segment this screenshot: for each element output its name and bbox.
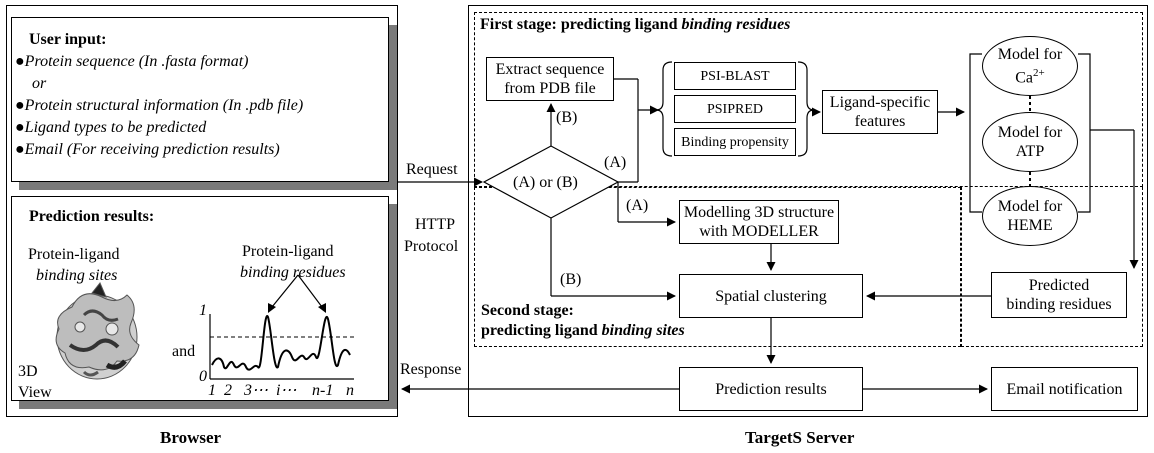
first-stage-title: First stage: predicting ligand binding r… xyxy=(480,15,790,34)
second-stage-title-italic: binding sites xyxy=(601,322,685,339)
model-atp-ellipse: Model for ATP xyxy=(982,112,1078,172)
results-panel: Prediction results: Protein-ligand bindi… xyxy=(11,196,389,401)
binding-residues-plot xyxy=(209,274,354,380)
ligand-features-box: Ligand-specific features xyxy=(822,90,938,134)
browser-frame xyxy=(6,5,398,417)
ligand-features-line2: features xyxy=(854,113,906,130)
binding-propensity-label: Binding propensity xyxy=(681,134,789,150)
user-input-heading: User input: xyxy=(29,31,107,48)
server-frame xyxy=(468,5,1148,417)
predicted-line1: Predicted xyxy=(1028,277,1090,294)
browser-title: Browser xyxy=(160,428,222,447)
model-heme-line1: Model for xyxy=(997,198,1063,215)
decision-label: (A) or (B) xyxy=(513,174,578,191)
spatial-clustering-label: Spatial clustering xyxy=(715,287,827,305)
first-stage-region xyxy=(474,12,1143,187)
and-text: and xyxy=(172,343,196,360)
plot-y-tick-bottom: 0 xyxy=(199,368,207,385)
label-b-top: (B) xyxy=(556,109,578,126)
view-label-line1: 3D xyxy=(18,363,38,380)
extract-line1: Extract sequence xyxy=(495,61,605,78)
second-stage-title-line2: predicting ligand binding sites xyxy=(481,321,685,340)
model-heme-ellipse: Model for HEME xyxy=(982,186,1078,246)
extract-sequence-box: Extract sequence from PDB file xyxy=(486,57,614,101)
model-ca-line1: Model for xyxy=(997,45,1063,63)
residues-label-line2: binding residues xyxy=(240,264,346,281)
psi-blast-box: PSI-BLAST xyxy=(674,62,796,90)
input-item-email-text: Email (For receiving prediction results) xyxy=(24,141,280,158)
plot-y-tick-top: 1 xyxy=(199,302,207,319)
protein-structure-image xyxy=(55,282,140,380)
plot-x-tick-3: 3⋯ xyxy=(244,382,268,399)
request-label: Request xyxy=(406,161,458,178)
input-item-or: or xyxy=(32,75,47,92)
input-item-ligand-types-text: Ligand types to be predicted xyxy=(24,119,207,136)
input-item-sequence-text: Protein sequence (In .fasta format) xyxy=(24,53,249,70)
model-ca-ellipse: Model for Ca2+ xyxy=(982,36,1078,96)
input-item-email: ●Email (For receiving prediction results… xyxy=(15,141,280,158)
predicted-residues-box: Predicted binding residues xyxy=(991,272,1127,318)
sites-label-line2: binding sites xyxy=(36,267,118,284)
psipred-box: PSIPRED xyxy=(674,95,796,123)
http-label-line2: Protocol xyxy=(404,238,459,255)
sites-label-line1: Protein-ligand xyxy=(28,246,120,263)
response-label: Response xyxy=(400,361,462,378)
plot-x-tick-n: n xyxy=(346,382,354,399)
modelling-line1: Modelling 3D structure xyxy=(683,204,835,221)
psi-blast-label: PSI-BLAST xyxy=(700,68,770,84)
spatial-clustering-box: Spatial clustering xyxy=(679,274,863,318)
model-ca-name: Ca xyxy=(1015,69,1034,87)
input-item-structure: ●Protein structural information (In .pdb… xyxy=(15,97,304,114)
ligand-features-line1: Ligand-specific xyxy=(829,94,931,111)
http-label-line1: HTTP xyxy=(415,216,455,233)
email-notification-label: Email notification xyxy=(1006,380,1123,398)
view-label-line2: View xyxy=(18,384,52,401)
first-stage-right-extension xyxy=(961,187,1143,347)
plot-x-tick-1: 1 xyxy=(208,382,216,399)
first-stage-title-italic: binding residues xyxy=(681,16,791,33)
results-heading: Prediction results: xyxy=(29,208,155,225)
protein-blob xyxy=(55,282,140,380)
second-stage-title-prefix: predicting ligand xyxy=(481,322,602,339)
predicted-line2: binding residues xyxy=(1006,296,1112,313)
modelling-box: Modelling 3D structure with MODELLER xyxy=(679,200,839,244)
prediction-results-label: Prediction results xyxy=(715,380,827,398)
model-heme-line2: HEME xyxy=(1007,217,1053,234)
label-a-right: (A) xyxy=(604,154,627,171)
server-title: TargetS Server xyxy=(745,428,855,447)
modelling-line2: with MODELLER xyxy=(699,223,819,240)
second-stage-region xyxy=(474,187,961,347)
input-item-sequence: ●Protein sequence (In .fasta format) xyxy=(15,53,249,70)
model-ca-charge: 2+ xyxy=(1033,66,1045,79)
input-item-structure-text: Protein structural information (In .pdb … xyxy=(24,97,304,114)
user-input-panel: User input: ●Protein sequence (In .fasta… xyxy=(11,17,389,182)
plot-x-tick-2: 2 xyxy=(224,382,232,399)
email-notification-box: Email notification xyxy=(991,367,1138,411)
plot-x-tick-n-1: n-1 xyxy=(312,382,334,399)
model-ca-line2: Ca2+ xyxy=(1015,64,1045,87)
label-a-modelling: (A) xyxy=(626,197,649,214)
prediction-results-box: Prediction results xyxy=(679,367,863,411)
model-atp-line1: Model for xyxy=(997,124,1063,141)
first-stage-title-prefix: First stage: predicting ligand xyxy=(480,16,682,33)
plot-x-tick-i: i⋯ xyxy=(276,382,297,399)
psipred-label: PSIPRED xyxy=(706,101,764,117)
label-b-spatial: (B) xyxy=(560,271,582,288)
binding-propensity-box: Binding propensity xyxy=(674,128,796,156)
residues-label-line1: Protein-ligand xyxy=(242,243,334,260)
model-atp-line2: ATP xyxy=(1015,143,1045,160)
input-item-ligand-types: ●Ligand types to be predicted xyxy=(15,119,207,136)
second-stage-title-line1: Second stage: xyxy=(481,302,574,319)
extract-line2: from PDB file xyxy=(504,80,596,97)
